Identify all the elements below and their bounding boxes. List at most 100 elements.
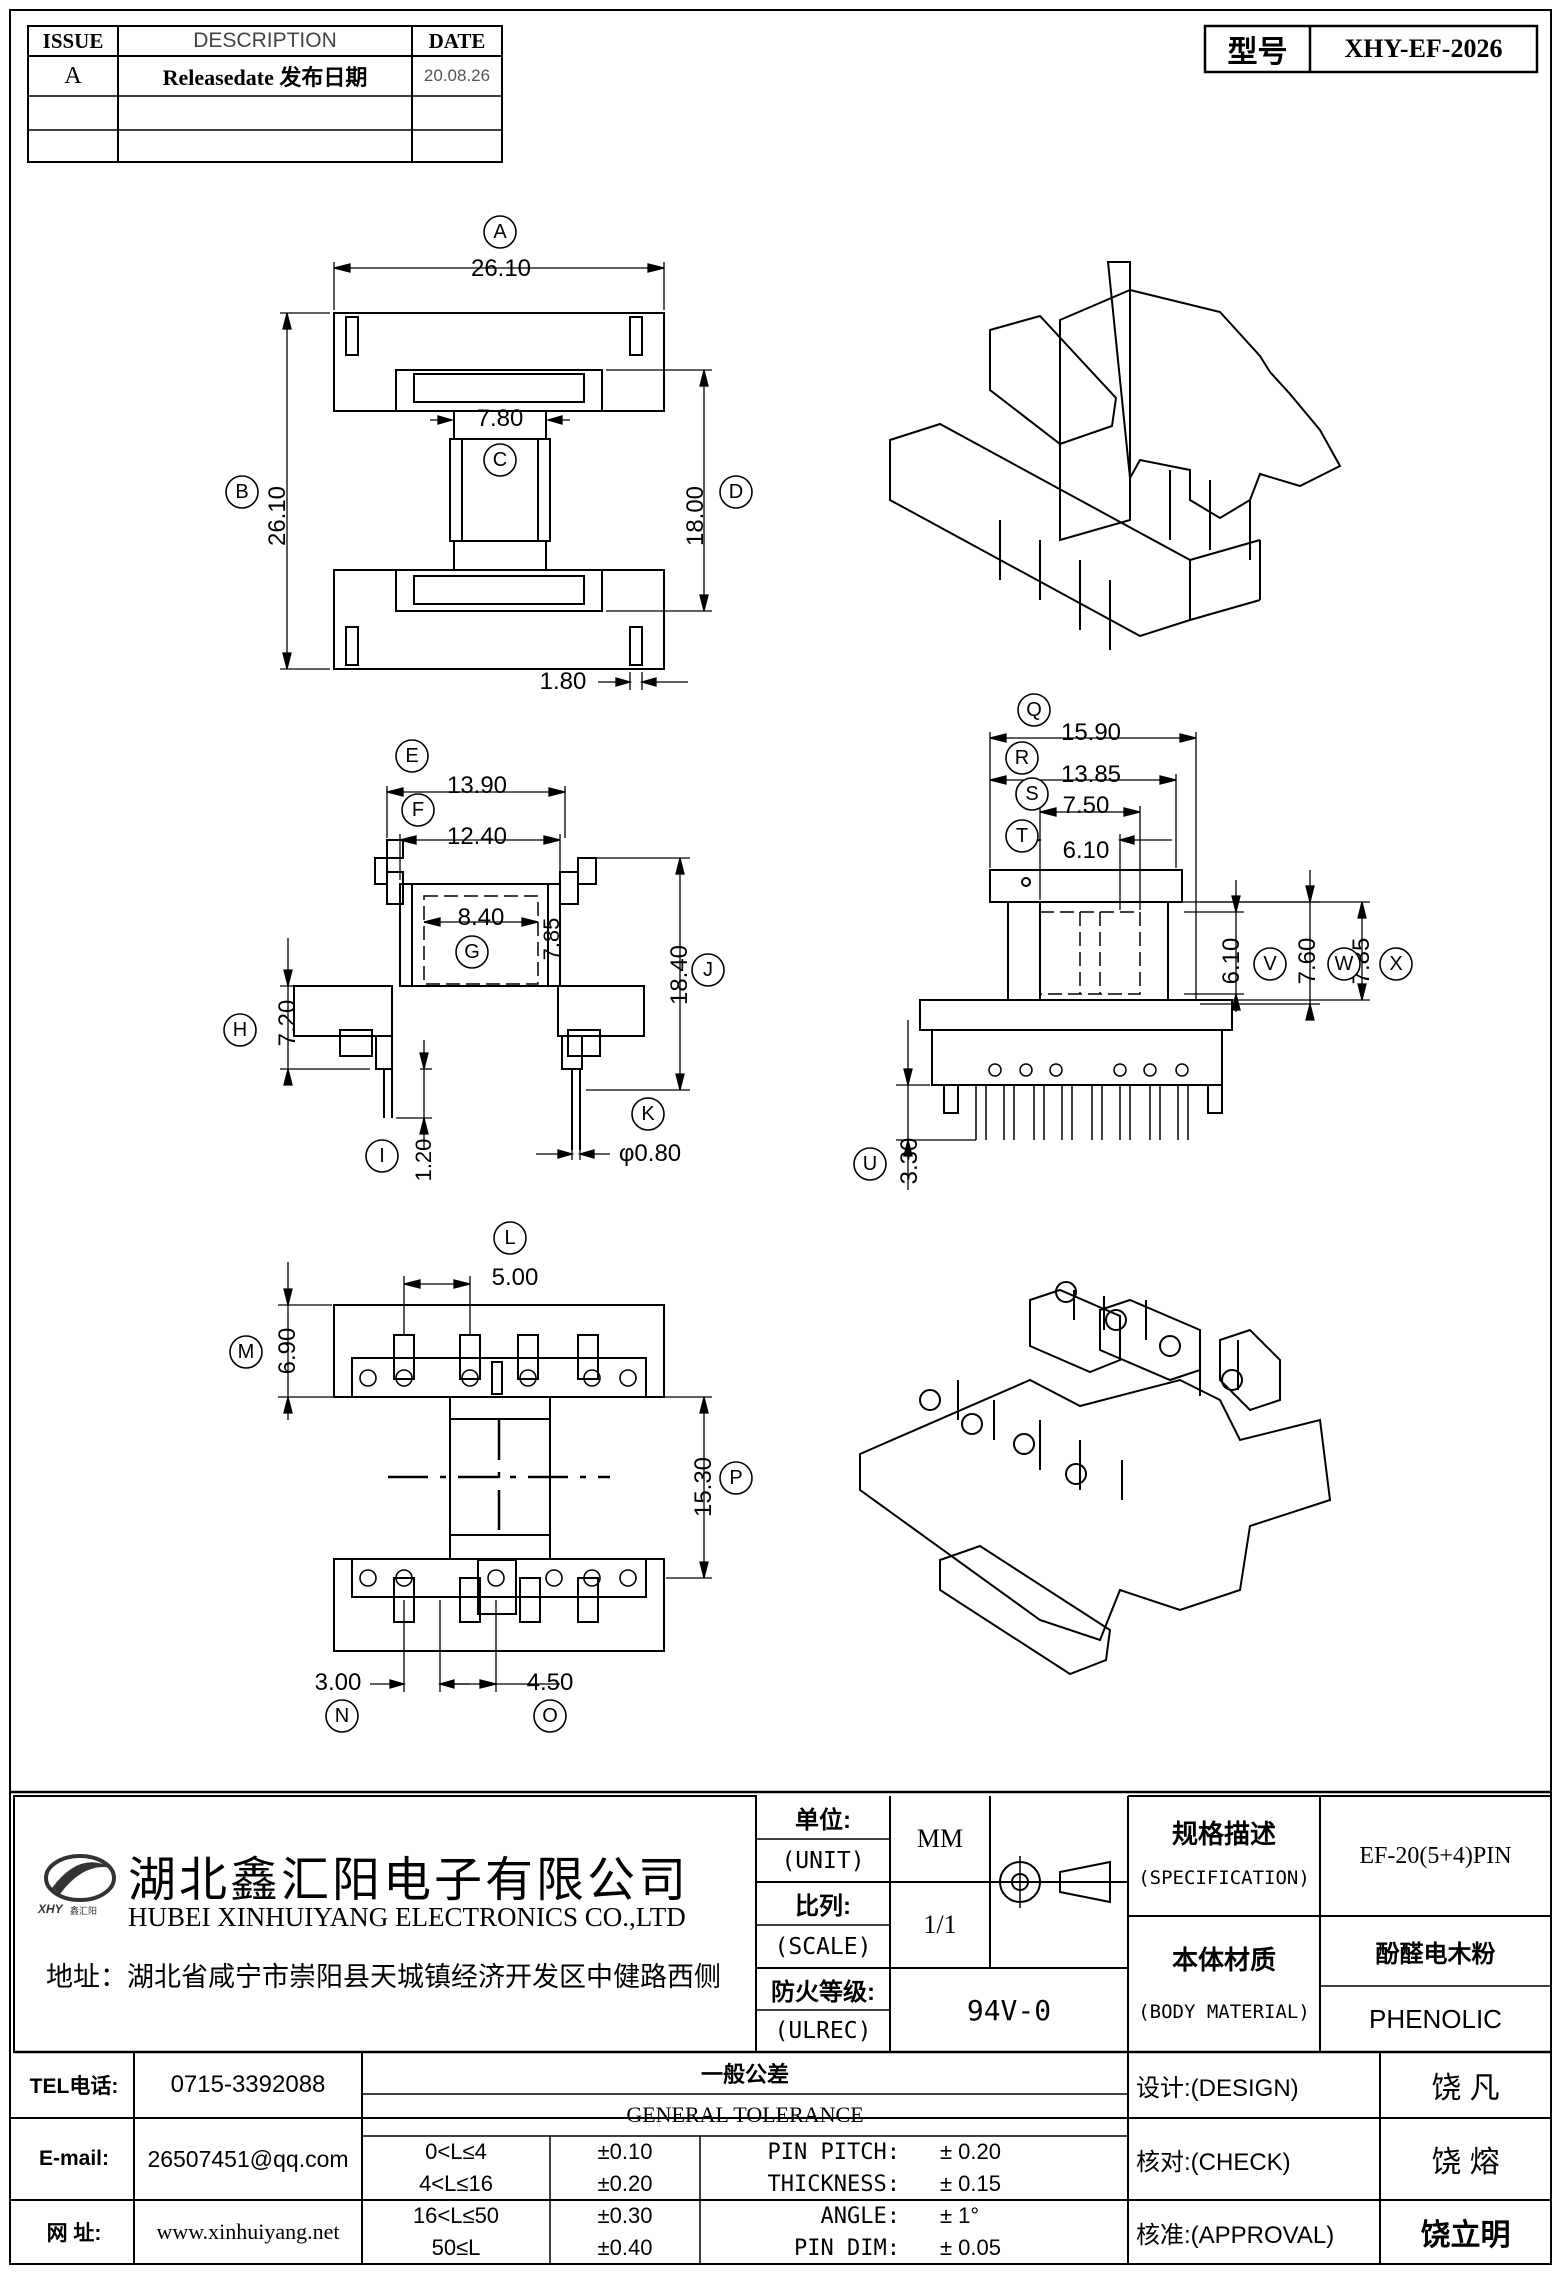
spec-label-cn: 规格描述 xyxy=(1171,1818,1276,1849)
fire-label-cn: 防火等级: xyxy=(771,1978,875,2006)
callout-B: B xyxy=(235,480,249,503)
callout-V: V xyxy=(1263,952,1277,975)
special-name-4: PIN DIM: xyxy=(794,2235,900,2261)
unit-label-en: (UNIT) xyxy=(781,1847,865,1874)
check-role: 核对:(CHECK) xyxy=(1136,2148,1291,2176)
web-label: 网 址: xyxy=(46,2222,102,2245)
callout-A: A xyxy=(493,220,507,243)
email-label: E-mail: xyxy=(38,2147,109,2170)
callout-M: M xyxy=(237,1340,255,1363)
dim-Q-value: 15.90 xyxy=(1060,719,1122,746)
logo-subtext: 鑫汇阳 xyxy=(70,1906,98,1916)
special-tol-1: ± 0.20 xyxy=(940,2139,1002,2164)
tol-range-1: 0<L≤4 xyxy=(425,2139,487,2164)
rev-header-issue: ISSUE xyxy=(42,28,104,53)
callout-T: T xyxy=(1015,824,1029,847)
callout-C: C xyxy=(492,448,508,471)
tol-range-4: 50≤L xyxy=(431,2235,481,2260)
callout-D: D xyxy=(728,480,744,503)
dim-T-value: 6.10 xyxy=(1062,837,1110,864)
iso-view-top xyxy=(889,261,1342,650)
tol-range-3: 16<L≤50 xyxy=(412,2203,500,2228)
tol-value-4: ±0.40 xyxy=(597,2235,653,2260)
iso-view-bottom xyxy=(859,1281,1332,1676)
dim-F-value: 12.40 xyxy=(446,823,508,850)
model-label: 型号 xyxy=(1227,36,1288,69)
callout-U: U xyxy=(862,1152,878,1175)
dim-G-value: 8.40 xyxy=(457,904,505,931)
logo-text: XHY xyxy=(38,1902,63,1916)
callout-E: E xyxy=(405,744,419,767)
tel-label: TEL电话: xyxy=(29,2075,119,2098)
email-value: 26507451@qq.com xyxy=(147,2145,349,2172)
unit-value: MM xyxy=(916,1824,964,1853)
scale-value: 1/1 xyxy=(923,1910,957,1939)
tol-value-2: ±0.20 xyxy=(597,2171,653,2196)
approval-name: 饶立明 xyxy=(1420,2219,1511,2252)
tol-value-3: ±0.30 xyxy=(597,2203,653,2228)
callout-W: W xyxy=(1334,952,1354,975)
rev-header-description: DESCRIPTION xyxy=(193,29,337,52)
scale-label-cn: 比列: xyxy=(795,1893,851,1920)
material-label-en: (BODY MATERIAL) xyxy=(1138,2001,1310,2023)
dim-S-value: 7.50 xyxy=(1062,792,1110,819)
special-name-2: THICKNESS: xyxy=(767,2171,900,2197)
unit-label-cn: 单位: xyxy=(795,1807,851,1834)
spec-value: EF-20(5+4)PIN xyxy=(1359,1842,1512,1869)
design-name: 饶 凡 xyxy=(1431,2072,1500,2105)
company-logo xyxy=(44,1854,116,1902)
web-value: www.xinhuiyang.net xyxy=(156,2219,340,2244)
special-tol-4: ± 0.05 xyxy=(940,2235,1002,2260)
callout-F: F xyxy=(411,798,425,821)
callout-X: X xyxy=(1389,952,1403,975)
callout-N: N xyxy=(334,1704,350,1727)
spec-label-en: (SPECIFICATION) xyxy=(1138,1867,1310,1889)
scale-label-en: (SCALE) xyxy=(774,1933,872,1960)
callout-K: K xyxy=(641,1102,655,1125)
dim-K-value: φ0.80 xyxy=(618,1140,682,1167)
dim-L-value: 5.00 xyxy=(491,1264,539,1291)
material-label-cn: 本体材质 xyxy=(1171,1944,1276,1975)
tel-value: 0715-3392088 xyxy=(170,2071,326,2098)
tolerance-title-cn: 一般公差 xyxy=(700,2062,789,2087)
dim-O-value: 4.50 xyxy=(526,1669,574,1696)
material-value-en: PHENOLIC xyxy=(1369,2003,1502,2034)
tol-range-2: 4<L≤16 xyxy=(419,2171,493,2196)
special-name-1: PIN PITCH: xyxy=(767,2139,900,2165)
fire-value: 94V-0 xyxy=(966,1993,1052,2027)
material-value-cn: 酚醛电木粉 xyxy=(1375,1940,1496,1968)
callout-P: P xyxy=(729,1466,743,1489)
rev-row-description: Releasedate 发布日期 xyxy=(162,65,368,90)
tol-value-1: ±0.10 xyxy=(597,2139,653,2164)
company-name-cn: 湖北鑫汇阳电子有限公司 xyxy=(128,1854,690,1907)
design-role: 设计:(DESIGN) xyxy=(1136,2074,1299,2102)
dim-E-value: 13.90 xyxy=(446,772,508,799)
callout-Q: Q xyxy=(1026,698,1042,721)
dim-R-value: 13.85 xyxy=(1060,761,1122,788)
dim-A-value: 26.10 xyxy=(470,255,532,282)
callout-O: O xyxy=(542,1704,558,1727)
company-name-en: HUBEI XINHUIYANG ELECTRONICS CO.,LTD xyxy=(128,1902,686,1932)
callout-I: I xyxy=(379,1144,385,1167)
top-flange-lower xyxy=(333,569,665,670)
company-address: 地址：湖北省咸宁市崇阳县天城镇经济开发区中健路西侧 xyxy=(46,1962,721,1992)
check-name: 饶 熔 xyxy=(1431,2146,1500,2179)
callout-G: G xyxy=(464,940,480,963)
callout-J: J xyxy=(703,958,713,981)
approval-role: 核准:(APPROVAL) xyxy=(1136,2221,1335,2249)
special-tol-2: ± 0.15 xyxy=(940,2171,1002,2196)
callout-R: R xyxy=(1014,746,1030,769)
rev-row-issue: A xyxy=(64,62,82,89)
special-name-3: ANGLE: xyxy=(820,2203,900,2229)
callout-H: H xyxy=(232,1018,248,1041)
dim-d1-value: 1.80 xyxy=(539,668,587,695)
special-tol-3: ± 1° xyxy=(940,2203,980,2228)
